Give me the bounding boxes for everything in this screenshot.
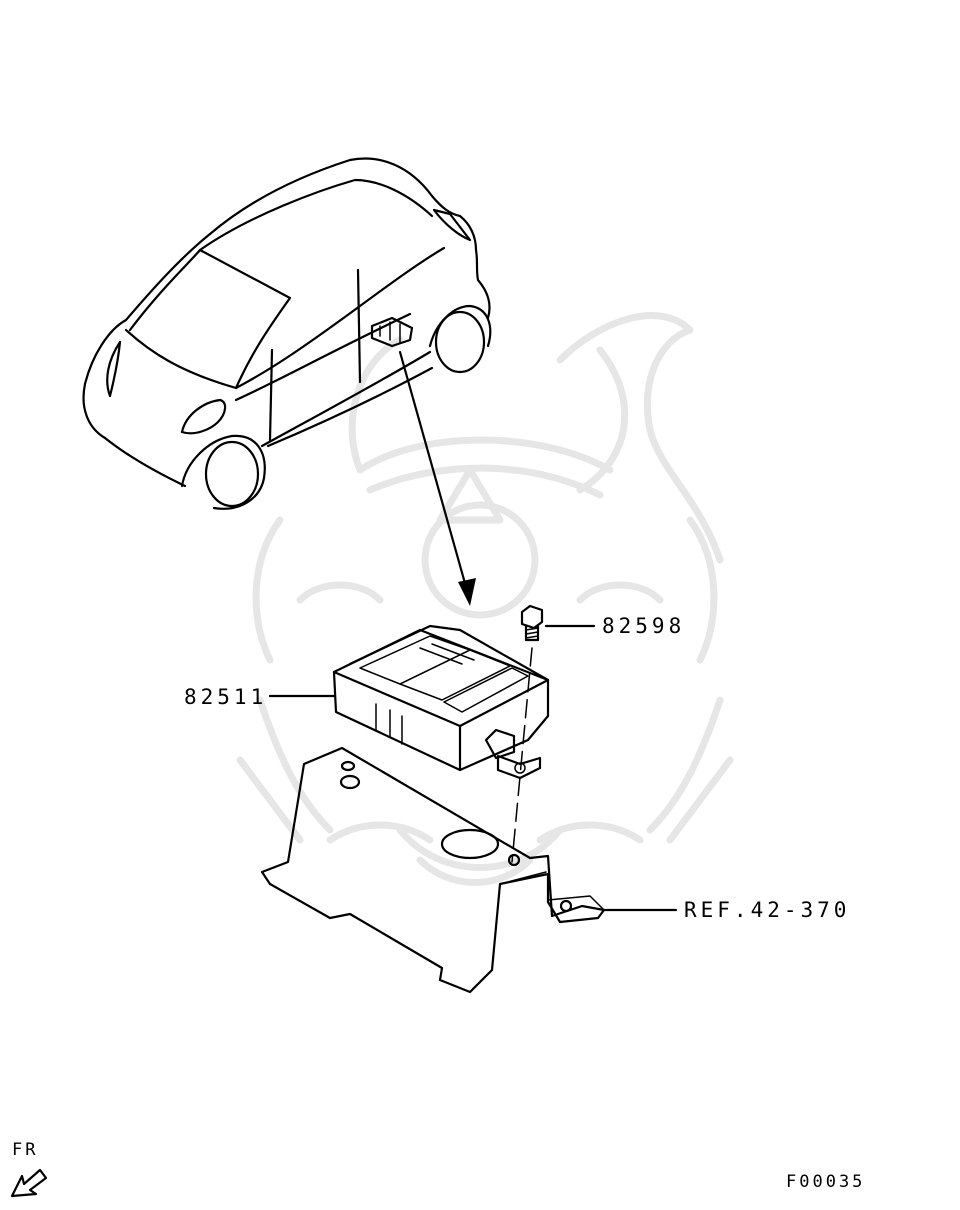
figure-code: F00035 — [786, 1172, 866, 1192]
samurai-helmet-watermark-icon — [236, 312, 734, 886]
reference-number: REF.42-370 — [684, 898, 851, 922]
mounting-bracket — [260, 746, 678, 994]
sensor-unit-82511 — [268, 624, 550, 780]
vehicle-outline — [82, 157, 492, 510]
bolt-axis-line — [511, 647, 533, 863]
bolt-part-number: 82598 — [602, 614, 686, 638]
bolt-82598 — [520, 604, 596, 642]
unit-part-number: 82511 — [184, 685, 268, 709]
location-arrow — [398, 350, 476, 606]
orientation-label: FR — [12, 1140, 39, 1160]
front-direction-arrow-icon — [10, 1168, 48, 1198]
